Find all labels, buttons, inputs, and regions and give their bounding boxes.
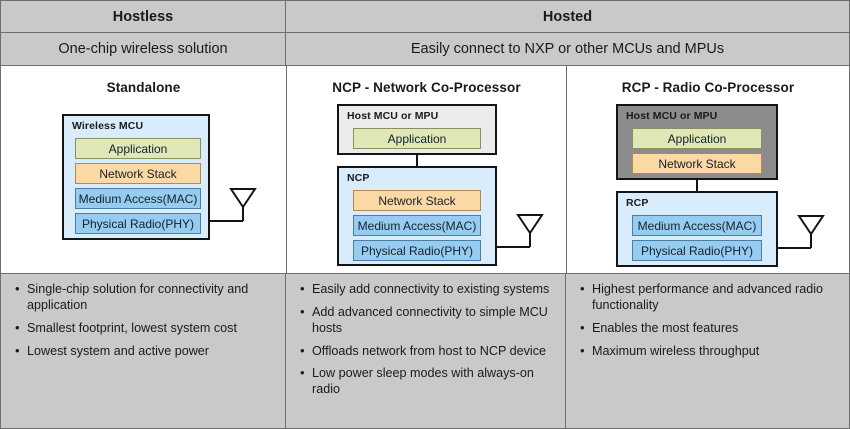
ncp-host-box: Host MCU or MPU Application [337, 104, 497, 155]
ncp-layer-network-stack: Network Stack [353, 190, 481, 211]
ncp-host-caption: Host MCU or MPU [347, 110, 439, 122]
antenna-icon [778, 212, 830, 254]
bullets-ncp: Easily add connectivity to existing syst… [286, 274, 566, 428]
list-item: Easily add connectivity to existing syst… [298, 281, 553, 298]
rcp-coprocessor-box: RCP Medium Access(MAC) Physical Radio(PH… [616, 191, 778, 267]
column-standalone: Standalone Wireless MCU Application Netw… [1, 66, 286, 273]
header-row-description: One-chip wireless solution Easily connec… [1, 33, 849, 66]
standalone-layer-mac: Medium Access(MAC) [75, 188, 201, 209]
rcp-box-caption: RCP [626, 197, 649, 209]
antenna-icon [210, 185, 262, 227]
ncp-connector [416, 155, 418, 166]
ncp-box-caption: NCP [347, 172, 370, 184]
rcp-title: RCP - Radio Co-Processor [621, 80, 795, 95]
standalone-wireless-mcu-box: Wireless MCU Application Network Stack M… [62, 114, 210, 240]
header-hostless: Hostless [1, 1, 286, 32]
standalone-title: Standalone [106, 80, 181, 95]
list-item: Smallest footprint, lowest system cost [13, 320, 273, 337]
ncp-bullet-list: Easily add connectivity to existing syst… [298, 281, 553, 398]
header-hostless-description: One-chip wireless solution [1, 33, 286, 65]
rcp-host-layer-application: Application [632, 128, 762, 149]
list-item: Highest performance and advanced radio f… [578, 281, 837, 314]
antenna-icon [497, 211, 549, 253]
list-item: Enables the most features [578, 320, 837, 337]
column-divider-2 [566, 66, 567, 273]
rcp-layer-mac: Medium Access(MAC) [632, 215, 762, 236]
list-item: Offloads network from host to NCP device [298, 343, 553, 360]
list-item: Add advanced connectivity to simple MCU … [298, 304, 553, 337]
list-item: Low power sleep modes with always-on rad… [298, 365, 553, 398]
column-rcp: RCP - Radio Co-Processor Host MCU or MPU… [567, 66, 849, 273]
bullets-standalone: Single-chip solution for connectivity an… [1, 274, 286, 428]
diagram-band: Standalone Wireless MCU Application Netw… [1, 66, 849, 274]
list-item: Single-chip solution for connectivity an… [13, 281, 273, 314]
standalone-bullet-list: Single-chip solution for connectivity an… [13, 281, 273, 360]
rcp-bullet-list: Highest performance and advanced radio f… [578, 281, 837, 360]
bullets-rcp: Highest performance and advanced radio f… [566, 274, 849, 428]
standalone-layer-phy: Physical Radio(PHY) [75, 213, 201, 234]
rcp-connector [696, 180, 698, 191]
standalone-box-caption: Wireless MCU [72, 120, 144, 132]
column-ncp: NCP - Network Co-Processor Host MCU or M… [287, 66, 566, 273]
ncp-title: NCP - Network Co-Processor [332, 80, 521, 95]
header-hosted-description: Easily connect to NXP or other MCUs and … [410, 41, 725, 57]
ncp-host-layer-application: Application [353, 128, 481, 149]
rcp-host-layer-network-stack: Network Stack [632, 153, 762, 174]
bullets-band: Single-chip solution for connectivity an… [1, 274, 849, 428]
list-item: Maximum wireless throughput [578, 343, 837, 360]
column-divider-1 [286, 66, 287, 273]
list-item: Lowest system and active power [13, 343, 273, 360]
standalone-layer-application: Application [75, 138, 201, 159]
rcp-host-caption: Host MCU or MPU [626, 110, 718, 122]
rcp-layer-phy: Physical Radio(PHY) [632, 240, 762, 261]
rcp-host-box: Host MCU or MPU Application Network Stac… [616, 104, 778, 180]
ncp-layer-mac: Medium Access(MAC) [353, 215, 481, 236]
ncp-coprocessor-box: NCP Network Stack Medium Access(MAC) Phy… [337, 166, 497, 266]
header-row-category: Hostless Hosted [1, 1, 849, 33]
header-hosted: Hosted [542, 8, 593, 25]
ncp-layer-phy: Physical Radio(PHY) [353, 240, 481, 261]
standalone-layer-network-stack: Network Stack [75, 163, 201, 184]
